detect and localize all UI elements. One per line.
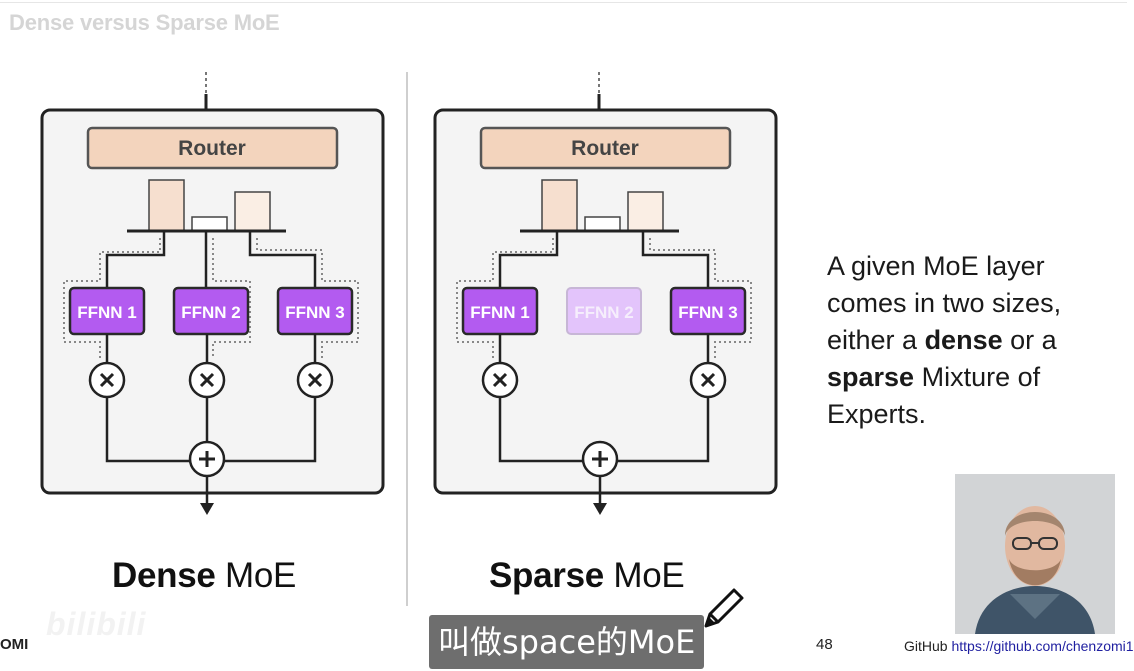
plus-icon — [581, 440, 619, 478]
router-weight-bar-2 — [584, 216, 621, 232]
caption-rest: MoE — [603, 556, 685, 595]
presenter-photo — [955, 474, 1115, 634]
description-line: comes in two sizes, — [827, 288, 1062, 318]
router-weight-bar-2 — [191, 216, 228, 232]
description-line: sparse Mixture of — [827, 359, 1107, 396]
dense-moe-caption: Dense MoE — [112, 556, 296, 596]
expert-ffnn-2-inactive — [566, 287, 642, 335]
pencil-icon[interactable] — [700, 584, 748, 632]
github-label: GitHub — [904, 638, 948, 654]
expert-label: FFNN 2 — [574, 303, 634, 322]
expert-label: FFNN 1 — [77, 303, 137, 322]
page-number: 48 — [816, 636, 833, 653]
down-arrow-icon — [200, 503, 214, 515]
expert-label: FFNN 1 — [470, 303, 530, 322]
slide-title: Dense versus Sparse MoE — [9, 10, 280, 35]
router-weight-bar-1 — [541, 179, 578, 232]
video-subtitle: 叫做space的MoE — [429, 615, 705, 669]
presenter-avatar — [955, 474, 1115, 634]
multiply-icon — [689, 361, 727, 399]
description-line: A given MoE layer — [827, 251, 1045, 281]
text-bold: sparse — [827, 362, 915, 392]
down-arrow-icon — [593, 503, 607, 515]
description-line: either a dense or a — [827, 322, 1107, 359]
multiply-icon — [88, 361, 126, 399]
github-url[interactable]: https://github.com/chenzomi1 — [951, 638, 1134, 654]
router-box — [479, 126, 732, 170]
router-weight-bar-3 — [627, 191, 664, 232]
caption-rest: MoE — [215, 556, 297, 595]
caption-bold: Dense — [112, 556, 216, 595]
multiply-icon — [481, 361, 519, 399]
sparse-moe-caption: Sparse MoE — [489, 556, 685, 596]
panel-divider — [406, 72, 408, 606]
plus-icon — [188, 440, 226, 478]
text-span: Mixture of — [914, 362, 1041, 392]
multiply-icon — [188, 361, 226, 399]
text-span: either a — [827, 325, 925, 355]
router-box — [86, 126, 339, 170]
description-line: Experts. — [827, 399, 927, 429]
caption-bold: Sparse — [489, 556, 604, 595]
dense-moe-panel: Router FFNN 1 FFNN 2 FFNN 3 — [40, 72, 385, 515]
router-label: Router — [571, 137, 639, 160]
sparse-moe-panel: Router FFNN 1 FFNN 2 FFNN 3 — [433, 72, 778, 515]
router-weight-bar-1 — [148, 179, 185, 232]
router-label: Router — [178, 137, 246, 160]
router-weight-bar-3 — [234, 191, 271, 232]
bilibili-watermark: bilibili — [46, 606, 147, 642]
text-span: or a — [1002, 325, 1057, 355]
expert-label: FFNN 3 — [678, 303, 738, 322]
expert-label: FFNN 3 — [285, 303, 345, 322]
description-text: A given MoE layer comes in two sizes, ei… — [827, 248, 1107, 433]
expert-label: FFNN 2 — [181, 303, 241, 322]
multiply-icon — [296, 361, 334, 399]
brand-label: OMI — [0, 636, 29, 653]
github-link[interactable]: GitHub https://github.com/chenzomi1 — [904, 638, 1134, 654]
expert-ffnn-2 — [172, 286, 250, 336]
top-divider — [0, 2, 1127, 3]
text-bold: dense — [924, 325, 1003, 355]
